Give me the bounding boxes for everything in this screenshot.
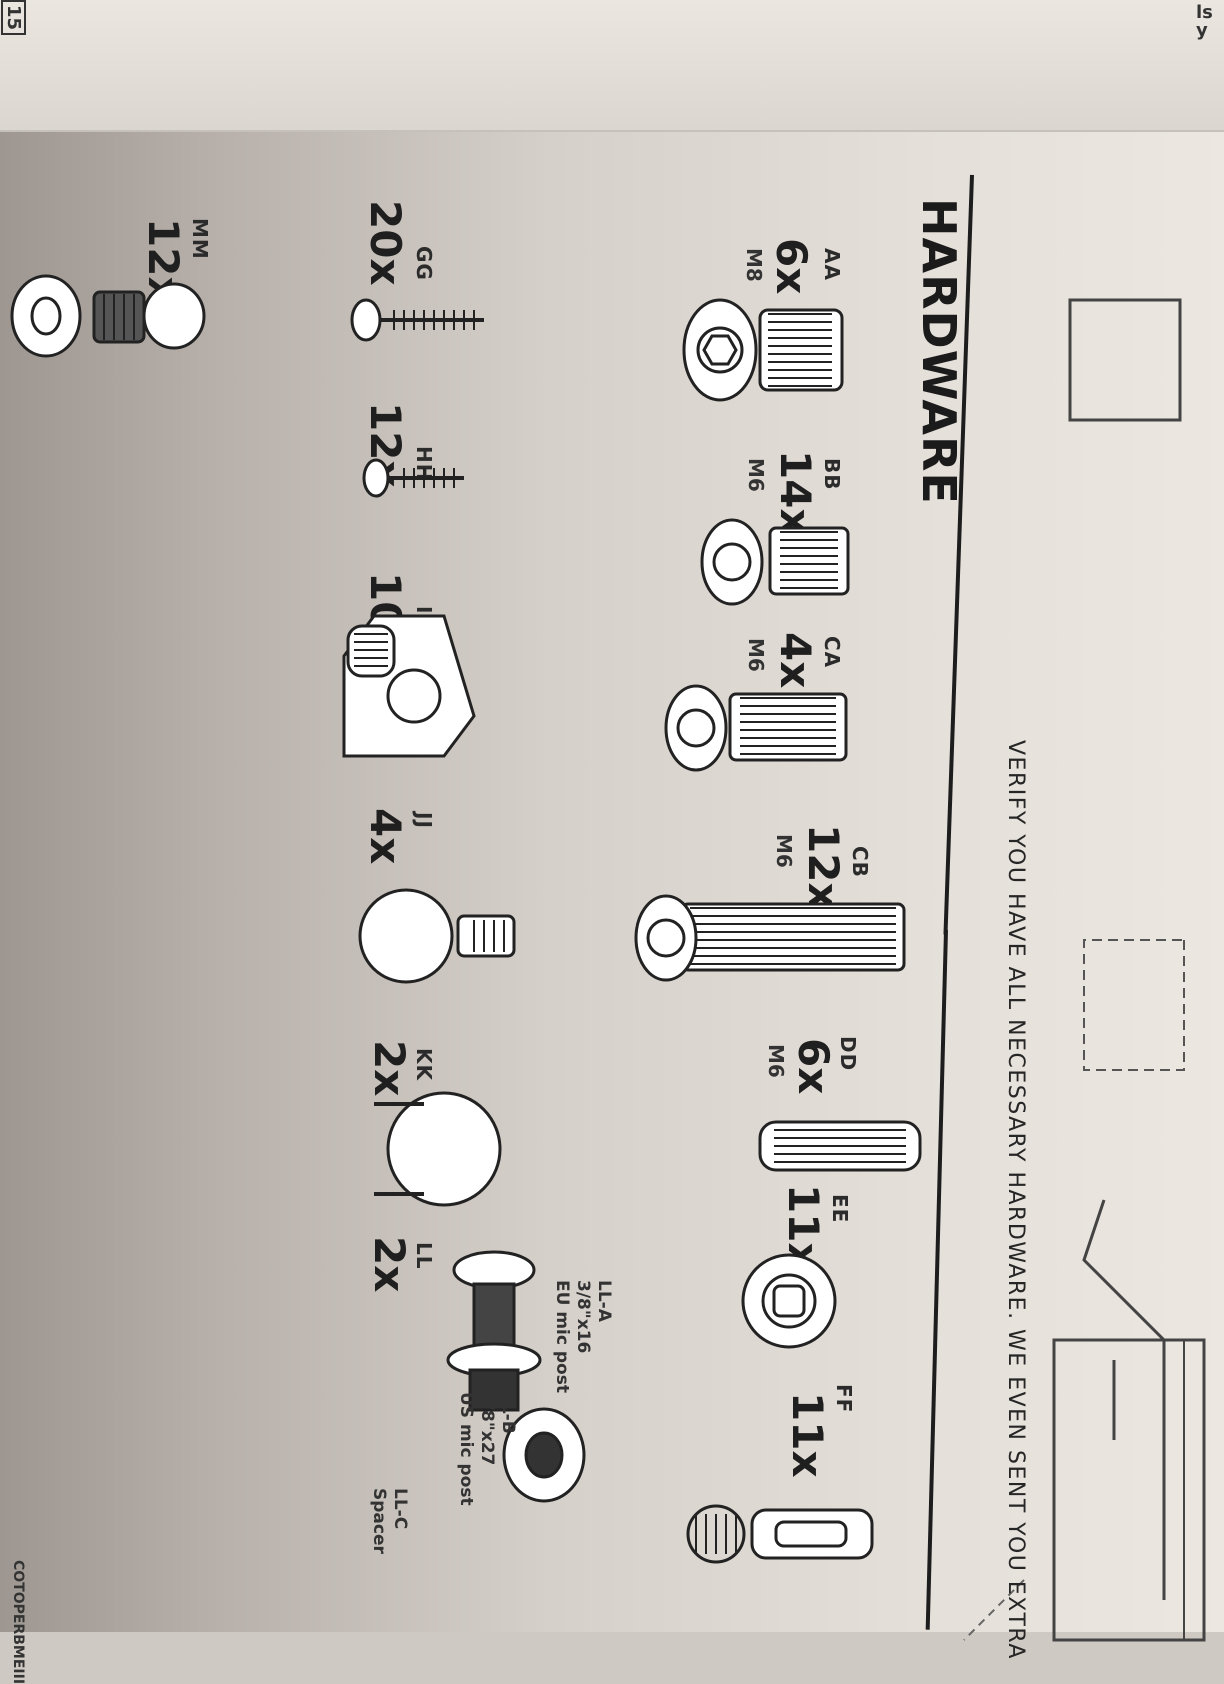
ll-c-desc: Spacer — [369, 1488, 389, 1554]
wooden-dowel-icon — [758, 1120, 922, 1172]
wood-screw-icon — [350, 298, 484, 342]
ll-a-label: LL-A — [594, 1280, 614, 1322]
hardware-code-ff: FF — [832, 1384, 856, 1414]
hardware-qty-ff: 11x — [783, 1392, 832, 1478]
page-title: HARDWARE — [912, 198, 966, 505]
hardware-size-aa: M8 — [742, 248, 766, 282]
ll-c-label: LL-C — [390, 1488, 410, 1530]
mic-post-icon — [446, 1250, 542, 1412]
furniture-illustration-icon — [963, 298, 1206, 1642]
footer-brand-text: COTOPERBMEIII — [10, 1560, 26, 1684]
ll-b-label: LL-B — [498, 1392, 518, 1434]
hardware-qty-jj: 4x — [361, 808, 410, 865]
hardware-code-bb: BB — [820, 458, 844, 491]
paper-background — [0, 0, 1224, 1632]
heading-rule-right — [925, 929, 948, 1630]
glide-foot-icon — [358, 888, 516, 984]
hardware-size-ca: M6 — [744, 638, 768, 672]
hardware-code-ee: EE — [828, 1194, 852, 1224]
hex-bolt-icon — [700, 518, 850, 606]
hardware-code-ca: CA — [820, 636, 844, 669]
ll-b-note: LL-B 5/8"x27 US mic post — [455, 1392, 518, 1506]
headline-text: VERIFY YOU HAVE ALL NECESSARY HARDWARE. … — [1003, 740, 1028, 1660]
ll-a-note: LL-A 3/8"x16 EU mic post — [551, 1280, 614, 1393]
page-number-box: 15 — [1, 0, 26, 36]
corner-label-top: ls — [1196, 2, 1213, 23]
paper-fold-strip — [0, 0, 1224, 132]
hardware-code-jj: JJ — [412, 812, 436, 829]
ll-c-note: LL-C Spacer — [368, 1488, 410, 1554]
cam-bolt-icon — [686, 1504, 874, 1564]
hardware-qty-dd: 6x — [789, 1038, 838, 1095]
thumb-screw-washer-icon — [10, 274, 206, 358]
bracket-icon — [342, 614, 476, 758]
ca-hex-bolt-icon — [664, 684, 848, 772]
ll-a-size: 3/8"x16 — [573, 1280, 593, 1354]
hardware-size-bb: M6 — [744, 458, 768, 492]
short-wood-screw-icon — [362, 458, 464, 498]
hardware-code-aa: AA — [820, 248, 844, 281]
ll-b-desc: US mic post — [456, 1392, 476, 1506]
cam-lock-icon — [741, 1253, 837, 1349]
spacer-icon — [502, 1407, 586, 1503]
ll-a-desc: EU mic post — [552, 1280, 572, 1393]
hardware-code-mm: MM — [188, 218, 212, 260]
hardware-code-dd: DD — [836, 1036, 860, 1072]
hardware-qty-gg: 20x — [361, 200, 410, 286]
hardware-size-cb: M6 — [772, 834, 796, 868]
hardware-code-gg: GG — [412, 246, 436, 281]
large-hex-bolt-icon — [682, 298, 844, 402]
corner-label-top-line2: y — [1196, 20, 1208, 41]
hardware-size-dd: M6 — [764, 1044, 788, 1078]
cb-long-hex-bolt-icon — [634, 894, 906, 982]
hole-cap-icon — [374, 1091, 502, 1207]
ll-b-size: 5/8"x27 — [477, 1392, 497, 1466]
hardware-code-cb: CB — [848, 846, 872, 878]
hardware-code-kk: KK — [412, 1048, 436, 1081]
